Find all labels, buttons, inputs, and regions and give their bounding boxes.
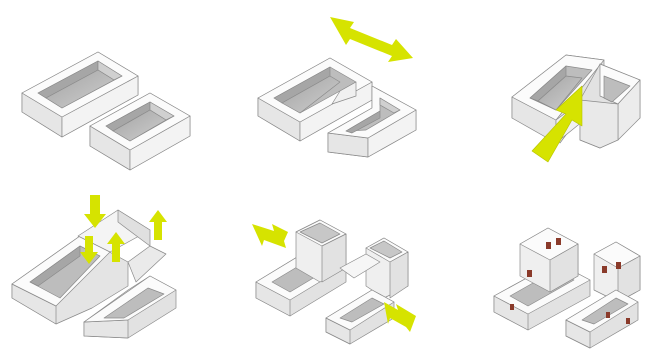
arrow-up-diagonal-icon xyxy=(531,85,583,163)
step-1-right-block xyxy=(89,92,191,171)
step-6-final-massing xyxy=(493,227,641,349)
arrow-down-icon xyxy=(80,236,98,264)
step-5-sliding-wings xyxy=(252,219,416,345)
step-2-shifted-blocks xyxy=(257,17,417,158)
step-4-roof-moves xyxy=(11,195,177,339)
step-2-right-block xyxy=(327,85,417,158)
arrow-up-icon xyxy=(149,210,167,240)
windows xyxy=(510,238,630,324)
step-2-left-block xyxy=(257,57,373,142)
arrow-down-icon xyxy=(84,195,106,228)
arrow-right-icon xyxy=(384,302,416,332)
arrow-left-icon xyxy=(252,224,288,248)
step-3-opened-court xyxy=(511,54,641,163)
step-1-left-block xyxy=(21,51,139,138)
double-arrow-horizontal-icon xyxy=(330,17,413,62)
arrow-up-icon xyxy=(107,232,125,262)
step-1-two-blocks xyxy=(21,51,191,171)
